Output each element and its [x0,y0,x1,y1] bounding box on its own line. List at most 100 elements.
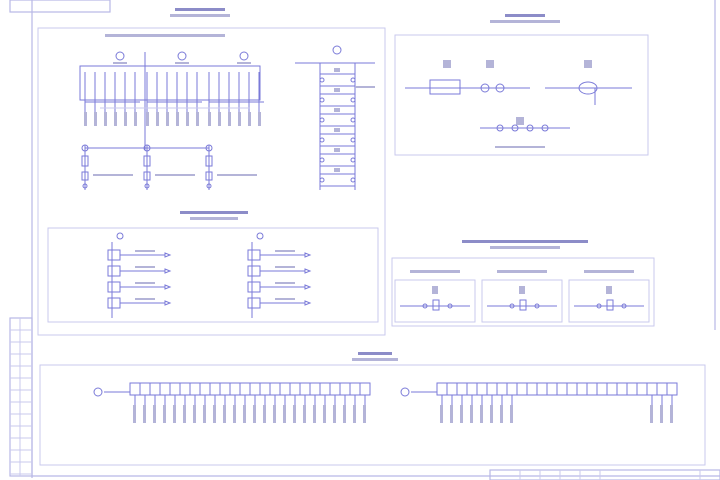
device-symbol [432,299,440,311]
terminal-label [480,405,483,423]
column-cell [319,113,356,127]
fuse-symbol [205,155,213,167]
aux-scheme-subtitle [490,246,560,249]
device-symbol [606,299,614,311]
wire-label [84,112,87,126]
relay-label [275,282,295,284]
terminal-label [303,405,306,423]
device-tag [486,60,494,68]
aux-panel [568,279,650,323]
contact-symbol [596,303,602,309]
relay-coil [107,281,121,293]
relay-label [275,266,295,268]
device-tag [443,60,451,68]
contact-symbol [509,303,515,309]
relay-coil [107,297,121,309]
top-left-label-box [9,0,111,13]
arrow-icon [164,268,172,274]
wire-label [146,112,149,126]
cell-label [334,88,340,92]
wire-label [208,112,211,126]
terminal-label [273,405,276,423]
arrow-icon [164,300,172,306]
side-stamp [9,317,33,477]
wire-label [114,112,117,126]
device-symbol [256,232,264,240]
terminal-label [183,405,186,423]
device-box [429,79,461,95]
terminal-label [263,405,266,423]
strip-symbol [400,387,410,397]
breaker-label [175,62,189,64]
breaker-symbol [239,51,249,61]
section-title [175,8,225,11]
column-cell [319,93,356,107]
feeder-node [144,183,150,189]
wire-label [166,112,169,126]
terminal-label [173,405,176,423]
sub-scheme-subtitle [190,217,238,220]
arrow-icon [164,284,172,290]
wire-label [104,112,107,126]
terminal-label [313,405,316,423]
cell-label [334,148,340,152]
terminal-label [510,405,513,423]
relay-coil [247,265,261,277]
contact-symbol [541,124,549,132]
cell-label [334,68,340,72]
breaker-label [113,62,127,64]
fuse-symbol [81,155,89,167]
relay-label [275,298,295,300]
strip-symbol [93,387,103,397]
panel-title [410,270,460,273]
terminal-section-title [358,352,392,355]
terminal-label [253,405,256,423]
right-scheme-frame [394,34,649,156]
relay-label [135,282,155,284]
terminal-label [490,405,493,423]
cell-label [334,168,340,172]
contact-symbol [447,303,453,309]
arrow-icon [304,300,312,306]
wire-label [176,112,179,126]
relay-label [135,250,155,252]
relay-coil [107,265,121,277]
cell-node [350,177,356,183]
cell-node [350,77,356,83]
wire-label [196,112,199,126]
feeder-label [93,174,133,176]
terminal-label [233,405,236,423]
device-symbol [519,299,527,311]
wire-label [218,112,221,126]
terminal-label [243,405,246,423]
terminal-label [460,405,463,423]
scheme-caption [105,34,225,37]
terminal-label [470,405,473,423]
terminal-symbol [81,171,89,181]
contact-symbol [496,124,504,132]
section-title [505,14,545,17]
aux-panel [394,279,476,323]
cell-label [334,108,340,112]
breaker-label [237,62,251,64]
cell-node [319,117,325,123]
cell-node [319,97,325,103]
relay-label [135,298,155,300]
relay-label [275,250,295,252]
relay-label [135,266,155,268]
terminal-symbol [205,171,213,181]
column-cell [319,173,356,187]
terminal-label [363,405,366,423]
terminal-label [293,405,296,423]
cell-node [350,137,356,143]
terminal-label [153,405,156,423]
arrow-icon [304,252,312,258]
column-annotation [355,86,375,88]
breaker-symbol [115,51,125,61]
main-scheme-frame [37,27,386,336]
device-symbol [578,81,598,95]
terminal-symbol [143,171,151,181]
relay-coil [107,249,121,261]
feeder-label [217,174,257,176]
